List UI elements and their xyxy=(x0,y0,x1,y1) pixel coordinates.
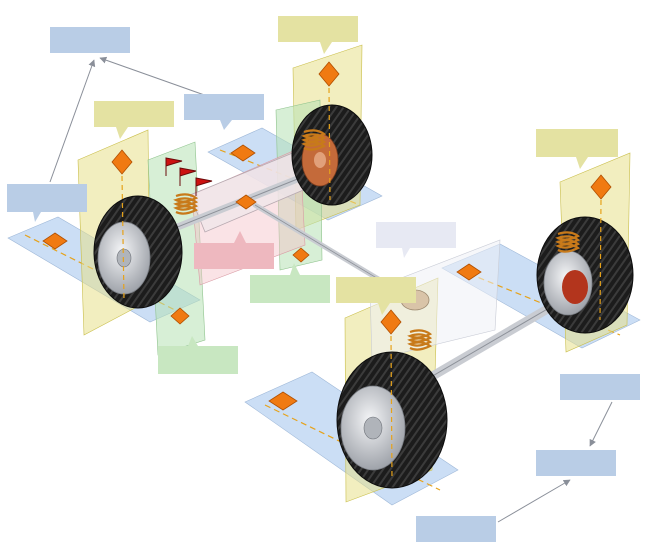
diamond-marker-icon xyxy=(170,307,190,325)
wheel-front-left xyxy=(93,195,183,309)
flag-icon xyxy=(179,167,197,186)
callout-blue-center-top xyxy=(184,94,264,130)
diamond-marker-icon xyxy=(42,232,68,250)
coil-spring-icon xyxy=(301,129,327,151)
callout-blue-left xyxy=(7,184,87,222)
wheel-front-right xyxy=(291,104,373,206)
flag-icon xyxy=(165,157,183,176)
callout-green-left-low xyxy=(158,336,238,374)
diamond-marker-icon xyxy=(230,144,256,162)
callout-pink-center xyxy=(194,231,274,269)
diamond-marker-icon xyxy=(292,247,310,263)
callout-yellow-middle xyxy=(336,277,416,315)
diamond-marker-icon xyxy=(380,309,402,335)
diamond-marker-icon xyxy=(235,194,257,210)
callout-yellow-right xyxy=(536,129,618,169)
callout-blue-right-mid xyxy=(560,374,640,400)
diamond-marker-icon xyxy=(318,61,340,87)
leader-arrow xyxy=(589,401,613,447)
coil-spring-icon xyxy=(173,193,199,215)
wheel-rear-right xyxy=(536,216,634,334)
coil-spring-icon xyxy=(407,329,433,351)
leader-arrow xyxy=(99,56,211,98)
diamond-marker-icon xyxy=(590,174,612,200)
callout-yellow-top-center xyxy=(278,16,358,54)
diamond-marker-icon xyxy=(456,263,482,281)
callout-white-center xyxy=(376,222,456,258)
callouts xyxy=(7,16,640,542)
callout-blue-top-left xyxy=(50,27,130,53)
callout-blue-right-low xyxy=(536,450,616,476)
callout-yellow-left xyxy=(94,101,174,139)
coil-spring-icon xyxy=(555,231,581,253)
callout-green-center xyxy=(250,263,330,303)
leader-arrow xyxy=(49,59,96,183)
diamond-marker-icon xyxy=(111,149,133,175)
leader-arrow xyxy=(497,479,571,523)
flag-icon xyxy=(195,177,213,196)
diamond-marker-icon xyxy=(268,391,298,411)
callout-blue-bottom xyxy=(416,516,496,542)
